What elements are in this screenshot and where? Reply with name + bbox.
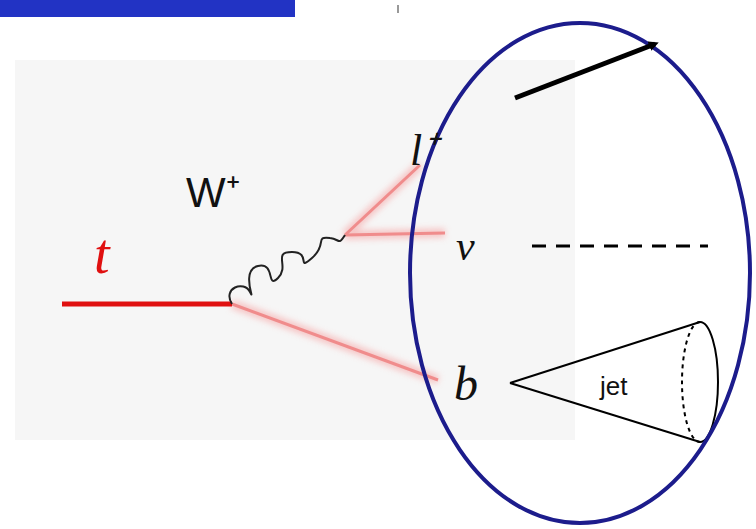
tick-mark [397, 5, 399, 13]
missing-energy-dash [532, 245, 708, 248]
lepton-label: l⁺ [410, 118, 437, 178]
jet-label: jet [600, 371, 627, 402]
top-quark-label: t [94, 222, 110, 286]
bottom-quark-label: b [454, 356, 478, 411]
w-boson-wavy [229, 235, 345, 304]
neutrino-label: ν [456, 222, 475, 270]
boost-arrow [515, 44, 655, 98]
diagram-ground [15, 60, 575, 440]
fermion-lines [232, 165, 445, 380]
w-boson-label: W⁺ [186, 162, 240, 219]
header-bar [0, 0, 295, 17]
jet-cone [510, 322, 718, 442]
final-state-ellipse [410, 23, 750, 523]
top-quark-line [62, 302, 232, 307]
